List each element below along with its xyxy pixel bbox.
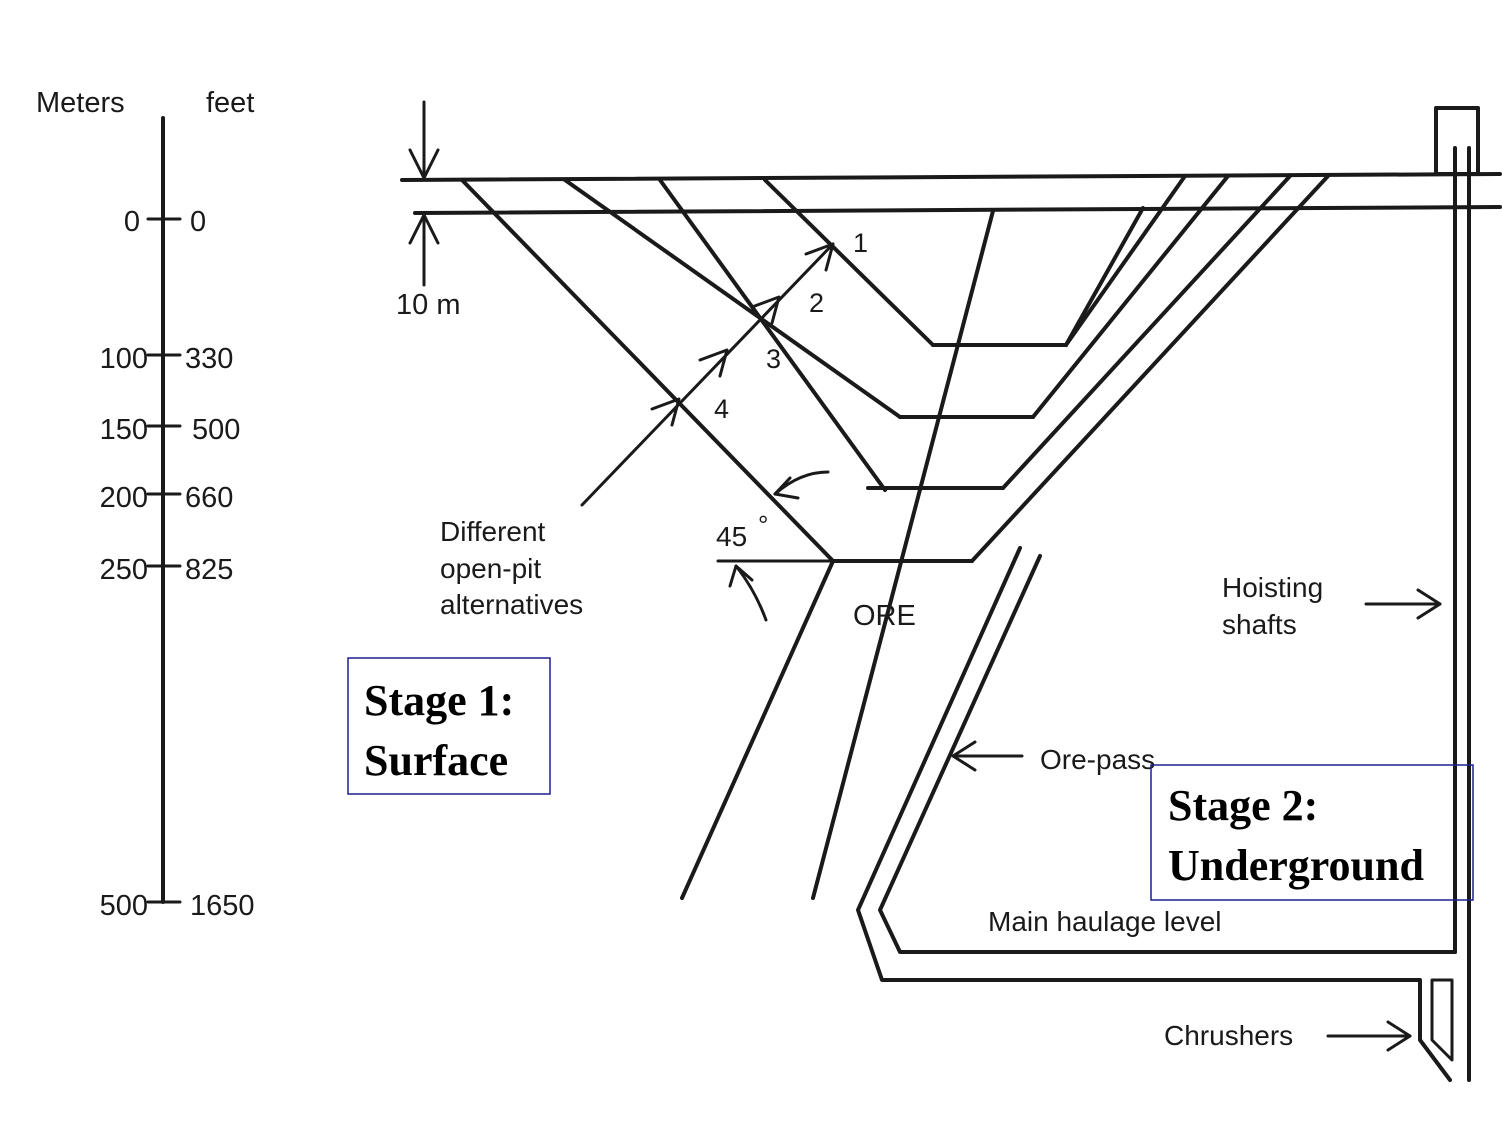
hoisting-label-line2: shafts [1222,609,1297,640]
angle-degree-label: ° [758,510,768,540]
overburden-label: 10 m [396,289,460,321]
expansion-arrow-line [580,242,835,507]
scale-tick-m: 250 [100,554,148,586]
pit-wall-4 [460,178,835,563]
arrow-head-icon [750,295,781,325]
depth-scale: Meters feet 0 0 100 330 150 500 200 660 … [36,87,255,922]
scale-tick-ft: 825 [185,554,233,586]
alternatives-label-line3: alternatives [440,589,583,620]
scale-tick-m: 100 [100,343,148,375]
scale-tick-m: 150 [100,414,148,446]
scale-tick-0: 0 0 [124,206,206,238]
pit-number-4: 4 [714,394,729,424]
stage-1-box [347,657,551,795]
pit-right-wall-4 [970,174,1330,563]
pit-wall-3 [563,178,902,419]
ore-pass: Ore-pass [856,546,1457,1082]
scale-tick-250: 250 825 [100,554,234,586]
stage-2-subtitle: Underground [1168,841,1424,890]
alternatives-label-line2: open-pit [440,553,541,584]
angle-annotation: 45 ° [716,470,830,622]
scale-tick-500: 500 1650 [100,890,255,922]
stage-1-title: Stage 1: [364,676,514,725]
stage-1-subtitle: Surface [364,736,508,785]
alternatives-annotation: Different open-pit alternatives [440,516,583,620]
ore-pass-label: Ore-pass [1040,744,1155,775]
ore-hanging-wall [811,209,995,900]
scale-meters-header: Meters [36,87,125,119]
pit-number-3: 3 [766,344,781,374]
stage-1-callout: Stage 1: Surface [347,657,551,795]
scale-tick-ft: 1650 [190,890,255,922]
scale-tick-ft: 330 [185,343,233,375]
pit-expansion-arrows: 1 2 3 4 [580,228,868,507]
alternatives-label-line1: Different [440,516,546,547]
scale-tick-ft: 0 [190,206,206,238]
pit-benches [716,343,1068,563]
surface-lines [400,172,1502,215]
scale-tick-m: 500 [100,890,148,922]
main-haulage-label: Main haulage level [988,906,1222,937]
pit-number-1: 1 [853,228,868,258]
bedrock-surface-line [413,205,1502,215]
stage-2-callout: Stage 2: Underground [1150,764,1474,901]
stage-2-title: Stage 2: [1168,781,1318,830]
crusher-shape [1430,978,1454,1062]
arrow-head-icon [650,397,681,427]
curved-arrow-icon [734,564,768,622]
ground-surface-line [400,172,1502,182]
right-arrow-icon [1386,1020,1412,1052]
hoisting-label-line1: Hoisting [1222,572,1323,603]
pit-right-wall-2 [1031,174,1230,419]
overburden-dimension: 10 m [396,100,460,321]
pit-left-walls [460,178,935,563]
crushers: Chrushers [1164,978,1454,1062]
stage-2-box [1150,764,1474,901]
arrow-head-icon [804,242,835,272]
pit-right-walls [970,174,1330,563]
scale-feet-header: feet [206,87,254,119]
arrow-head-icon [698,348,729,378]
scale-tick-ft: 500 [192,414,240,446]
ore-body: ORE [680,209,995,900]
scale-tick-200: 200 660 [100,482,234,514]
ore-footwall [680,559,835,900]
pit-right-wall-1 [1064,206,1145,347]
ore-pass-outer [856,546,1452,1082]
pit-number-2: 2 [809,288,824,318]
pit-wall-2 [658,178,887,492]
pit-wall-1 [763,178,935,347]
pit-right-wall-1b [1064,174,1187,347]
scale-tick-m: 0 [124,206,140,238]
ore-label: ORE [853,600,916,632]
pit-right-wall-3 [1001,174,1292,490]
scale-tick-m: 200 [100,482,148,514]
angle-value-label: 45 [716,521,747,552]
scale-tick-150: 150 500 [100,414,241,446]
crushers-label: Chrushers [1164,1020,1293,1051]
right-arrow-icon [1416,588,1442,620]
scale-tick-100: 100 330 [100,343,234,375]
scale-tick-ft: 660 [185,482,233,514]
hoisting-shafts: Hoisting shafts [1222,106,1480,1082]
ore-pass-inner [878,554,1457,954]
left-arrow-icon [951,740,977,772]
curved-arrow-icon [773,470,830,496]
